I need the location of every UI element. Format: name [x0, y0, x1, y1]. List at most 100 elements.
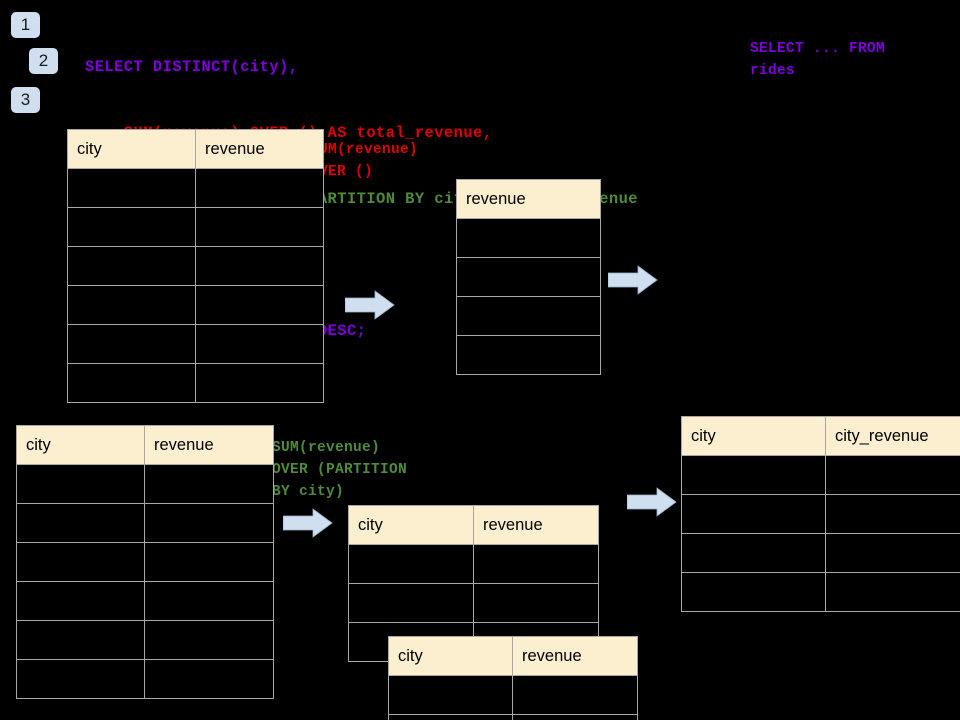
table-row	[67, 246, 324, 286]
table-cell	[681, 533, 826, 573]
table-cell	[825, 572, 960, 612]
column-header-revenue: revenue	[195, 129, 324, 169]
table-header-row: city revenue	[388, 636, 638, 676]
table-cell	[681, 494, 826, 534]
column-header-city: city	[681, 416, 826, 456]
column-header-city: city	[16, 425, 145, 465]
table-row	[456, 296, 601, 336]
table-cell	[195, 363, 324, 403]
table-cell	[144, 464, 274, 504]
table-cell	[473, 583, 599, 623]
table-cell	[16, 659, 145, 699]
table-cell	[348, 544, 474, 584]
table-row	[388, 675, 638, 715]
table-row	[16, 464, 274, 504]
table-cell	[195, 324, 324, 364]
column-header-revenue: revenue	[144, 425, 274, 465]
table-cell	[67, 285, 196, 325]
table-row	[388, 714, 638, 720]
table-cell	[16, 542, 145, 582]
table-cell	[16, 581, 145, 621]
table-row	[16, 581, 274, 621]
table-rides-source: city revenue	[67, 129, 324, 403]
table-partition-group-b: city revenue	[388, 636, 638, 720]
table-row	[16, 542, 274, 582]
annotation-sum-over-empty: SUM(revenue) OVER ()	[310, 142, 419, 180]
table-row	[67, 207, 324, 247]
arrow-right-icon	[345, 290, 395, 320]
annotation-select-from: SELECT ... FROM rides	[750, 41, 886, 79]
table-total-revenue: revenue	[456, 179, 601, 375]
table-row	[456, 218, 601, 258]
table-row	[16, 659, 274, 699]
column-header-revenue: revenue	[456, 179, 601, 219]
arrow-right-icon	[627, 487, 677, 517]
step-badge-2: 2	[29, 48, 58, 74]
table-row	[681, 533, 960, 573]
table-cell	[456, 218, 601, 258]
table-header-row: revenue	[456, 179, 601, 219]
table-cell	[16, 503, 145, 543]
table-row	[67, 285, 324, 325]
table-row	[681, 572, 960, 612]
table-row	[681, 494, 960, 534]
table-header-row: city revenue	[16, 425, 274, 465]
table-cell	[512, 714, 638, 720]
table-row	[67, 324, 324, 364]
table-cell	[456, 257, 601, 297]
table-cell	[456, 296, 601, 336]
table-cell	[388, 714, 513, 720]
table-cell	[825, 455, 960, 495]
table-cell	[144, 581, 274, 621]
table-partition-source: city revenue	[16, 425, 274, 699]
table-cell	[195, 207, 324, 247]
table-row	[681, 455, 960, 495]
table-cell	[195, 168, 324, 208]
arrow-right-icon	[608, 265, 658, 295]
table-cell	[681, 572, 826, 612]
step-badge-3: 3	[11, 87, 40, 113]
table-cell	[144, 659, 274, 699]
table-cell	[67, 246, 196, 286]
table-row	[348, 544, 599, 584]
table-partition-group-a: city revenue	[348, 505, 599, 662]
table-cell	[16, 620, 145, 660]
table-cell	[825, 494, 960, 534]
table-final-result: city city_revenue	[681, 416, 960, 612]
table-cell	[144, 542, 274, 582]
column-header-city: city	[67, 129, 196, 169]
table-cell	[348, 583, 474, 623]
arrow-right-icon	[283, 508, 333, 538]
table-row	[456, 335, 601, 375]
table-cell	[195, 246, 324, 286]
table-cell	[144, 620, 274, 660]
table-row	[16, 620, 274, 660]
table-cell	[388, 675, 513, 715]
table-cell	[473, 544, 599, 584]
table-cell	[825, 533, 960, 573]
column-header-revenue: revenue	[512, 636, 638, 676]
table-header-row: city revenue	[348, 505, 599, 545]
table-row	[348, 583, 599, 623]
table-row	[67, 168, 324, 208]
table-cell	[67, 363, 196, 403]
table-cell	[456, 335, 601, 375]
table-cell	[195, 285, 324, 325]
table-cell	[512, 675, 638, 715]
table-cell	[681, 455, 826, 495]
column-header-revenue: revenue	[473, 505, 599, 545]
column-header-city: city	[388, 636, 513, 676]
table-row	[67, 363, 324, 403]
table-row	[16, 503, 274, 543]
table-cell	[67, 324, 196, 364]
column-header-city-revenue: city_revenue	[825, 416, 960, 456]
annotation-sum-over-partition: SUM(revenue) OVER (PARTITION BY city)	[272, 440, 408, 500]
table-cell	[67, 168, 196, 208]
column-header-city: city	[348, 505, 474, 545]
table-header-row: city revenue	[67, 129, 324, 169]
table-row	[456, 257, 601, 297]
table-cell	[16, 464, 145, 504]
table-cell	[144, 503, 274, 543]
step-badge-1: 1	[11, 12, 40, 38]
